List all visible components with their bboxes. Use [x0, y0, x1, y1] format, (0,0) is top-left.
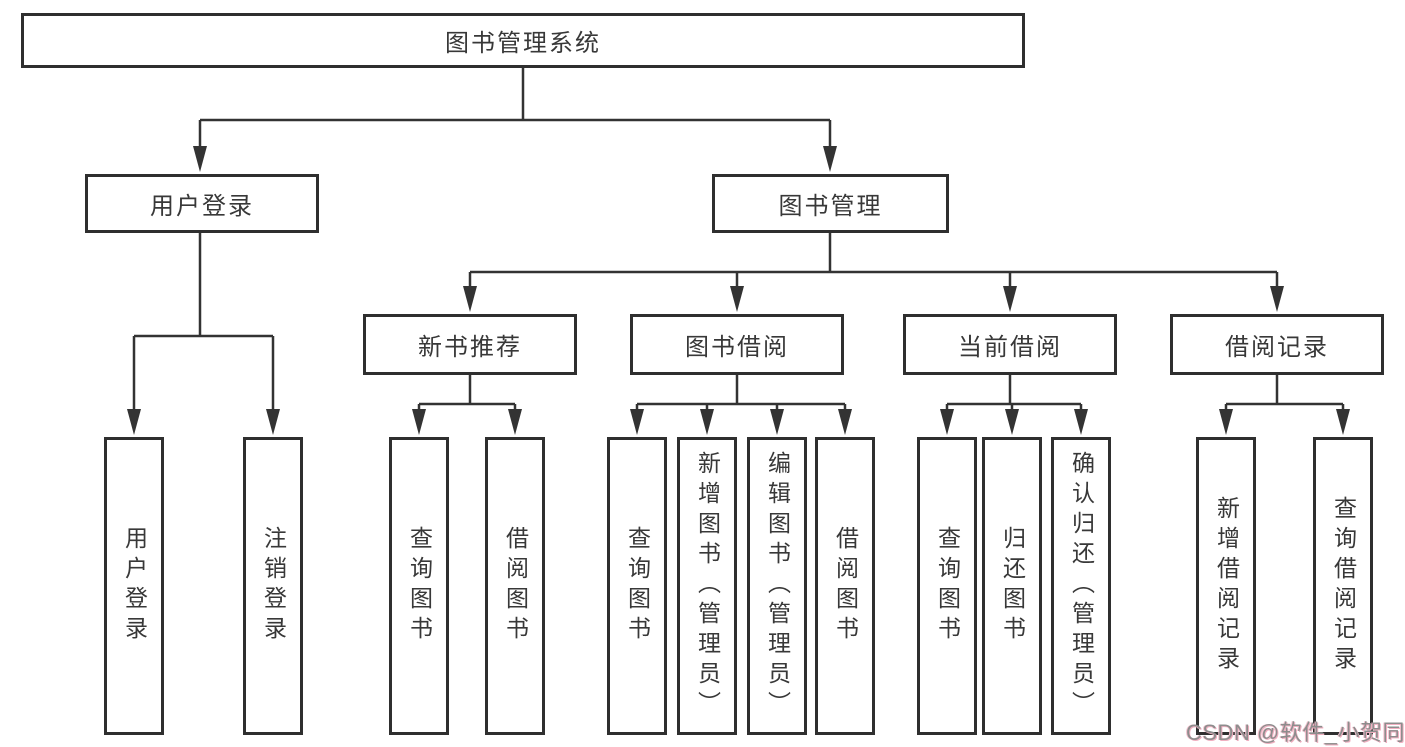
node-book-borrowing: 图书借阅: [630, 314, 844, 375]
node-user-login-label: 用户登录: [150, 193, 254, 220]
leaf-add-borrow-record-label: 新增借阅记录: [1213, 496, 1240, 676]
node-borrowing-records: 借阅记录: [1170, 314, 1384, 375]
node-new-book-recommend: 新书推荐: [363, 314, 577, 375]
leaf-borrow-books-label: 借阅图书: [832, 526, 859, 646]
node-current-borrowing-label: 当前借阅: [958, 334, 1062, 361]
leaf-borrow-books-recommend: 借阅图书: [485, 437, 545, 735]
arrowheads: [127, 146, 1350, 435]
leaf-query-books-borrow: 查询图书: [607, 437, 667, 735]
watermark: CSDN @软件_小贺同学: [1186, 720, 1405, 745]
node-user-login: 用户登录: [85, 174, 319, 233]
leaf-return-books: 归还图书: [982, 437, 1042, 735]
leaf-query-books-borrow-label: 查询图书: [624, 526, 651, 646]
node-borrowing-records-label: 借阅记录: [1225, 334, 1329, 361]
node-book-borrowing-label: 图书借阅: [685, 334, 789, 361]
leaf-logout-label: 注销登录: [260, 526, 287, 646]
leaf-confirm-return-admin-label: 确认归还（管理员）: [1068, 451, 1095, 721]
node-new-book-recommend-label: 新书推荐: [418, 334, 522, 361]
leaf-borrow-books: 借阅图书: [815, 437, 875, 735]
leaf-query-books-recommend: 查询图书: [389, 437, 449, 735]
leaf-query-books-recommend-label: 查询图书: [406, 526, 433, 646]
leaf-confirm-return-admin: 确认归还（管理员）: [1051, 437, 1111, 735]
node-root-system-label: 图书管理系统: [445, 30, 601, 57]
leaf-add-borrow-record: 新增借阅记录: [1196, 437, 1256, 735]
leaf-edit-books-admin-label: 编辑图书（管理员）: [764, 451, 791, 721]
leaf-query-books-current-label: 查询图书: [934, 526, 961, 646]
node-book-management-label: 图书管理: [778, 193, 883, 220]
node-current-borrowing: 当前借阅: [903, 314, 1117, 375]
leaf-add-books-admin: 新增图书（管理员）: [677, 437, 737, 735]
leaf-query-borrow-record: 查询借阅记录: [1313, 437, 1373, 735]
node-root-system: 图书管理系统: [21, 13, 1025, 68]
node-book-management: 图书管理: [712, 174, 949, 233]
leaf-user-login-label: 用户登录: [121, 526, 148, 646]
leaf-query-borrow-record-label: 查询借阅记录: [1330, 496, 1357, 676]
leaf-query-books-current: 查询图书: [917, 437, 977, 735]
leaf-borrow-books-recommend-label: 借阅图书: [502, 526, 529, 646]
leaf-edit-books-admin: 编辑图书（管理员）: [747, 437, 807, 735]
leaf-add-books-admin-label: 新增图书（管理员）: [694, 451, 721, 721]
leaf-return-books-label: 归还图书: [999, 526, 1026, 646]
leaf-user-login: 用户登录: [104, 437, 164, 735]
leaf-logout: 注销登录: [243, 437, 303, 735]
